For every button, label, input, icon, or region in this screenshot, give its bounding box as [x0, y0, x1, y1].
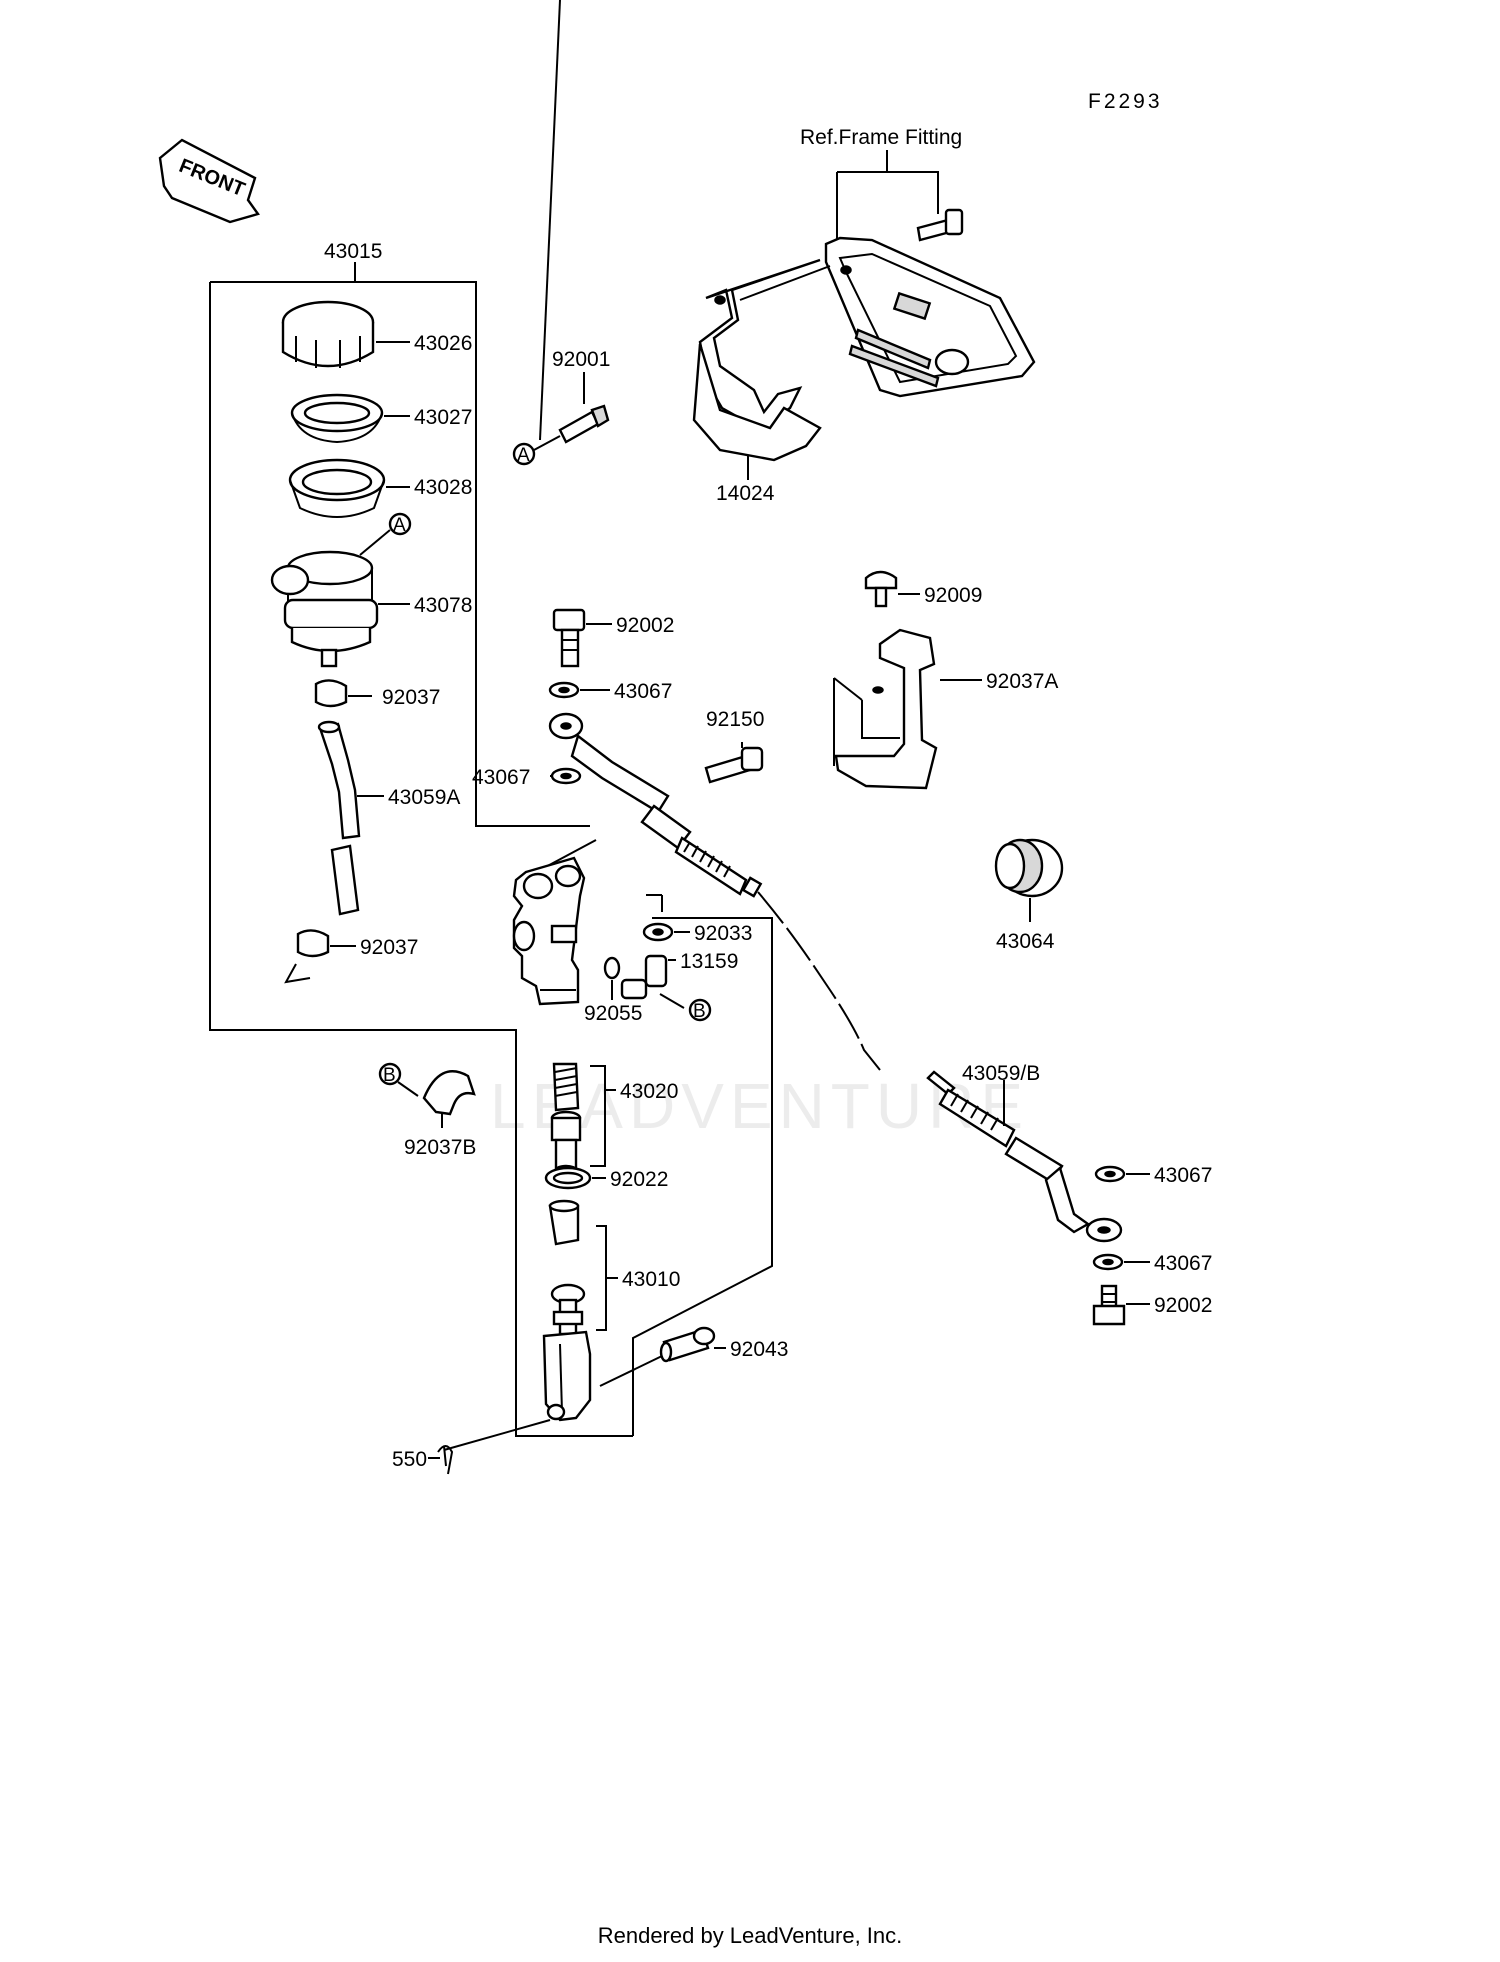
label-92002-upper: 92002	[616, 614, 674, 637]
label-92037-lower: 92037	[360, 936, 418, 959]
ref-frame-fitting-label: Ref.Frame Fitting	[800, 126, 963, 149]
label-43028: 43028	[414, 476, 472, 499]
label-43015: 43015	[324, 240, 382, 263]
label-92037B: 92037B	[404, 1136, 476, 1159]
reservoir-hose-43059A	[317, 720, 384, 840]
washer-43067-a	[548, 681, 610, 699]
label-43026: 43026	[414, 332, 472, 355]
elbow-fitting-13159	[620, 954, 685, 1009]
label-92022: 92022	[610, 1168, 668, 1191]
label-550: 550	[392, 1448, 427, 1471]
banjo-bolt-92002-lower	[1092, 1284, 1150, 1326]
bolt-92001	[539, 0, 610, 444]
pin-92043	[599, 1326, 726, 1387]
clamp-92037-upper	[314, 679, 372, 708]
cotter-pin-550	[428, 1445, 454, 1475]
bolt-92150	[704, 742, 764, 784]
frame-fitting-bolt	[916, 208, 964, 242]
label-92037A: 92037A	[986, 670, 1058, 693]
o-ring-92055	[603, 956, 621, 1000]
diaphragm-plate-43027	[290, 393, 410, 444]
banjo-bolt-92002-upper	[552, 608, 612, 668]
label-92009: 92009	[924, 584, 982, 607]
label-43067-d: 43067	[1154, 1252, 1212, 1275]
label-43010: 43010	[622, 1268, 680, 1291]
circlip-92022	[544, 1166, 606, 1190]
label-92055: 92055	[584, 1002, 642, 1025]
frame-fitting-guard	[824, 236, 1036, 398]
clamp-92037A	[833, 628, 982, 790]
brake-hose-43059B	[640, 804, 1123, 1243]
label-14024: 14024	[716, 482, 775, 505]
label-43020: 43020	[620, 1080, 678, 1103]
label-92033: 92033	[694, 922, 752, 945]
clevis	[443, 1330, 592, 1451]
label-43027: 43027	[414, 406, 472, 429]
washer-43067-d	[1092, 1253, 1150, 1271]
label-43067-c: 43067	[1154, 1164, 1212, 1187]
label-92037-upper: 92037	[382, 686, 440, 709]
clamp-92037B: B	[378, 1062, 476, 1128]
screw-92009	[864, 570, 920, 608]
label-43059A: 43059A	[388, 786, 460, 809]
bracket-14024	[692, 258, 831, 480]
footer-credit: Rendered by LeadVenture, Inc.	[597, 1923, 903, 1948]
label-92150: 92150	[706, 708, 764, 731]
callout-B-middle: B	[688, 998, 712, 1022]
label-43059B: 43059/B	[962, 1062, 1040, 1085]
label-43078: 43078	[414, 594, 472, 617]
callout-A-lower-label: A	[517, 445, 530, 466]
washer-43067-c	[1094, 1165, 1150, 1183]
master-cylinder-body	[512, 839, 597, 1006]
clamp-92037-lower	[284, 929, 356, 984]
washer-92033	[642, 922, 690, 942]
front-arrow-icon: FRONT	[158, 138, 260, 224]
diaphragm-43028	[288, 458, 410, 518]
label-92043: 92043	[730, 1338, 788, 1361]
label-43064: 43064	[996, 930, 1055, 953]
ref-frame-fitting-bracket	[836, 150, 939, 250]
push-rod-43010	[548, 1199, 618, 1336]
reservoir-cap-43026	[281, 300, 410, 368]
label-92001: 92001	[552, 348, 610, 371]
washer-43067-b	[550, 767, 582, 785]
label-92002-lower: 92002	[1154, 1294, 1212, 1317]
label-43067-b: 43067	[472, 766, 530, 789]
figure-id: F2293	[1088, 90, 1163, 113]
callout-A-upper-label: A	[393, 515, 406, 536]
callout-A-lower: A	[512, 435, 561, 466]
boot-43064	[994, 838, 1064, 922]
callout-B-middle-label: B	[693, 1001, 706, 1022]
assembly-bracket-43015	[209, 262, 633, 1437]
callout-B-left-label: B	[383, 1065, 396, 1086]
label-13159: 13159	[680, 950, 738, 973]
brake-hose-banjo-upper	[548, 712, 670, 814]
label-43067-a: 43067	[614, 680, 672, 703]
reservoir-hose-lower	[330, 844, 360, 916]
callout-A-upper: A	[359, 512, 412, 556]
piston-43020	[550, 1062, 616, 1176]
reservoir-43078	[270, 550, 410, 668]
